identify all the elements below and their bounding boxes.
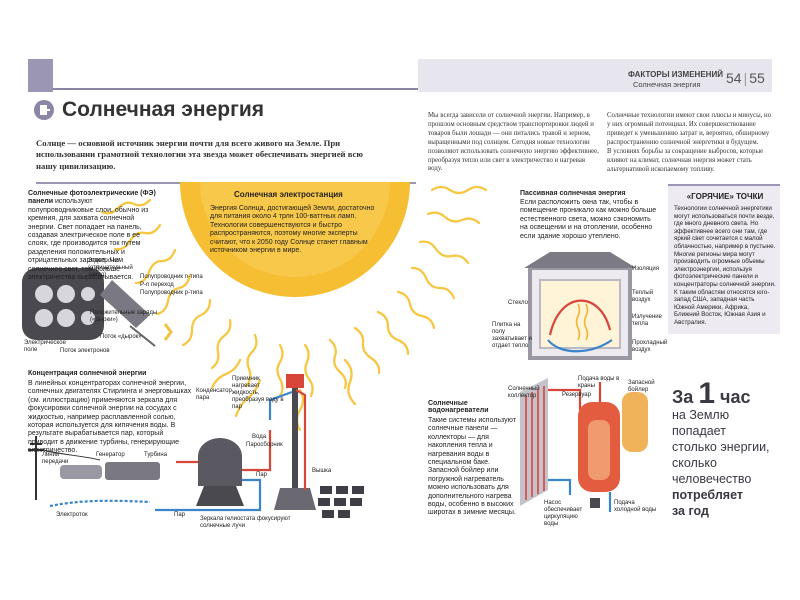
station-text: Энергия Солнца, достигающей Земли, доста… bbox=[210, 205, 375, 255]
section-sublabel: Солнечная энергия bbox=[633, 80, 701, 89]
pv-label-electron-flow: Поток электронов bbox=[60, 348, 110, 354]
fact-unit: час bbox=[720, 387, 751, 407]
pv-label-hole-flow: Поток «дырок» bbox=[100, 334, 142, 340]
intro-column-1: Мы всегда зависели от солнечной энергии.… bbox=[428, 112, 599, 173]
pv-panel bbox=[100, 280, 150, 328]
pv-label-electric-field: Электрическое поле bbox=[24, 340, 66, 353]
fact-prefix: За bbox=[672, 387, 694, 407]
pv-label-pn-junction: P-n переход bbox=[140, 282, 174, 288]
fact-callout: За 1 час на Землю попадает столько энерг… bbox=[672, 379, 782, 519]
water-heater-text: Такие системы используют солнечные панел… bbox=[428, 417, 516, 517]
csp-block: Концентрация солнечной энергии В линейны… bbox=[28, 370, 193, 456]
sun-inner bbox=[200, 182, 390, 277]
pv-text: используют полупроводниковые слои, обычн… bbox=[28, 198, 149, 282]
page-title: Солнечная энергия bbox=[62, 98, 264, 121]
csp-label-generator: Генератор bbox=[96, 452, 125, 458]
fact-line-1: на Землю bbox=[672, 408, 730, 422]
fact-bold-1: потребляет bbox=[672, 488, 743, 502]
water-label-boiler: Запасной бойлер bbox=[628, 380, 655, 393]
power-tower bbox=[274, 374, 316, 510]
passive-title: Пассивная солнечная энергия bbox=[520, 190, 626, 197]
fact-bold-2: за год bbox=[672, 504, 709, 518]
passive-label-cool-air: Прохладный воздух bbox=[632, 340, 668, 353]
fact-line-3: столько энергии, bbox=[672, 440, 770, 454]
page-number-left: 54 bbox=[726, 70, 742, 86]
csp-label-mirrors: Зеркала гелиостата фокусируют солнечные … bbox=[200, 516, 291, 529]
pv-description: Солнечные фотоэлектрические (ФЭ) панели … bbox=[28, 190, 158, 282]
passive-label-insulation: Изоляция bbox=[632, 266, 659, 272]
solar-section-icon bbox=[34, 100, 54, 120]
lightbulb-icon bbox=[163, 323, 173, 341]
csp-label-turbine: Турбина bbox=[144, 452, 168, 458]
passive-text: Если расположить окна так, чтобы в помещ… bbox=[520, 199, 657, 240]
passive-label-glass: Стекло bbox=[508, 300, 528, 306]
station-block: Солнечная электростанция Энергия Солнца,… bbox=[210, 190, 375, 255]
water-label-pump: Насос обеспечивает циркуляцию воды bbox=[544, 500, 583, 527]
heat-radiation bbox=[575, 303, 589, 341]
fact-line-4: сколько bbox=[672, 456, 717, 470]
header-accent-bar bbox=[28, 59, 53, 92]
pv-label-holes: Положительные заряды («дырки») bbox=[90, 310, 158, 323]
fact-number: 1 bbox=[698, 377, 715, 410]
pv-label-n-type: Полупроводник n-типа bbox=[140, 274, 203, 280]
passive-block: Пассивная солнечная энергия Если располо… bbox=[520, 190, 660, 241]
page-number-right: 55 bbox=[749, 70, 765, 86]
water-label-collector: Солнечный коллектор bbox=[508, 386, 540, 399]
page-number-separator: | bbox=[743, 70, 748, 86]
passive-label-radiation: Излучение тепла bbox=[632, 314, 662, 327]
pv-label-p-type: Полупроводник p-типа bbox=[140, 290, 203, 296]
intro-column-2b: В условиях борьбы за сокращение выбросов… bbox=[607, 148, 764, 173]
pump bbox=[590, 498, 600, 508]
csp-label-lines: Линии передачи bbox=[42, 452, 69, 465]
backup-boiler bbox=[622, 392, 648, 452]
steam-drum bbox=[196, 438, 244, 506]
water-label-cold: Подача холодной воды bbox=[614, 500, 657, 513]
header-band bbox=[418, 59, 772, 92]
pv-label-electrons: Электроны (отрицательный заряд) bbox=[88, 258, 133, 278]
intro-column-2a: Солнечные технологии имеют свои плюсы и … bbox=[607, 112, 772, 146]
hot-spots-text: Технологии солнечной энергетики могут ис… bbox=[674, 205, 776, 326]
turbine bbox=[105, 462, 160, 480]
lead-paragraph: Солнце — основной источник энергии почти… bbox=[36, 138, 364, 171]
csp-label-tower: Вышка bbox=[312, 468, 332, 474]
solar-collector bbox=[520, 378, 548, 506]
csp-label-receiver: Приемник нагревает жидкость, преобразуя … bbox=[232, 376, 284, 410]
passive-label-floor-tile: Плитка на полу захватывает и отдает тепл… bbox=[492, 322, 532, 349]
transmission-tower-icon bbox=[28, 436, 44, 500]
hot-spots-box bbox=[668, 184, 780, 334]
hot-spots-block: «ГОРЯЧИЕ» ТОЧКИ Технологии солнечной эне… bbox=[674, 192, 776, 327]
water-heater-block: Солнечные водонагреватели Такие системы … bbox=[428, 400, 516, 518]
csp-label-steam-1: Пар bbox=[174, 512, 185, 518]
water-label-supply: Подача воды в краны bbox=[578, 376, 620, 389]
csp-label-steam-2: Пар bbox=[256, 472, 267, 478]
generator bbox=[60, 465, 102, 479]
water-label-tank: Резервуар bbox=[562, 392, 591, 398]
passive-label-warm-air: Теплый воздух bbox=[632, 290, 654, 303]
fact-line-2: попадает bbox=[672, 424, 726, 438]
sun-rays bbox=[100, 185, 488, 432]
station-title: Солнечная электростанция bbox=[234, 190, 343, 199]
fact-line-5: человечество bbox=[672, 472, 752, 486]
csp-label-condenser: Конденсатор пара bbox=[196, 388, 232, 401]
csp-label-water: Вода bbox=[252, 434, 267, 440]
csp-title: Концентрация солнечной энергии bbox=[28, 370, 147, 377]
header-rule bbox=[53, 88, 418, 90]
hot-spots-title: «ГОРЯЧИЕ» ТОЧКИ bbox=[686, 192, 764, 201]
heliostat-mirrors bbox=[318, 486, 364, 518]
page-numbers: 54|55 bbox=[726, 70, 765, 86]
water-heater-title: Солнечные водонагреватели bbox=[428, 400, 489, 414]
csp-label-current: Электроток bbox=[56, 512, 88, 518]
csp-text: В линейных концентраторах солнечной энер… bbox=[28, 380, 192, 455]
section-label: ФАКТОРЫ ИЗМЕНЕНИЙ bbox=[628, 70, 723, 79]
pv-title: Солнечные фотоэлектрические (ФЭ) панели bbox=[28, 190, 156, 206]
csp-label-drum: Паросборник bbox=[246, 442, 283, 448]
